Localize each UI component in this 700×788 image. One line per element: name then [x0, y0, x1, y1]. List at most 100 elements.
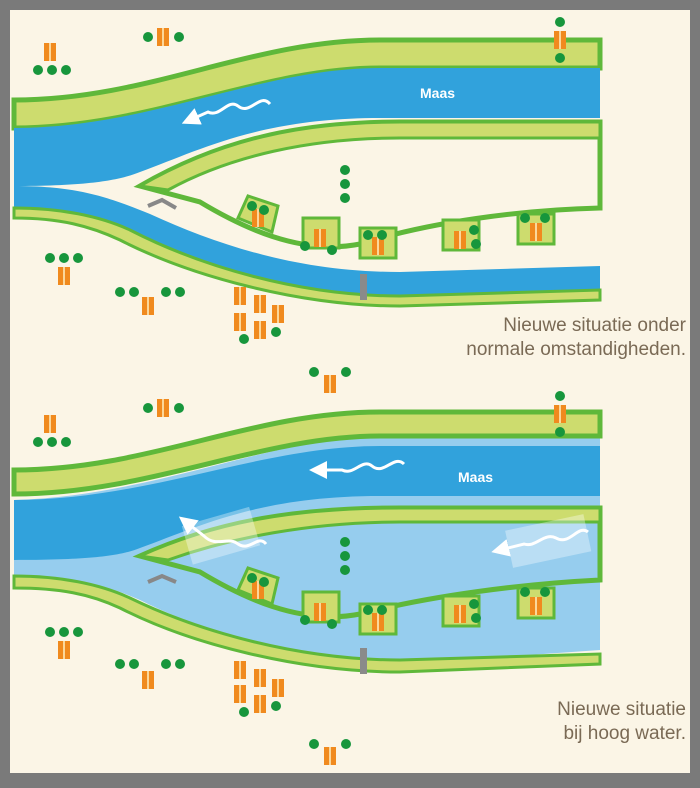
tree-icon	[300, 615, 310, 625]
tree-icon	[309, 739, 319, 749]
tree-icon	[73, 627, 83, 637]
tree-icon	[247, 573, 257, 583]
tree-icon	[471, 239, 481, 249]
tree-icon	[555, 427, 565, 437]
tree-icon	[239, 707, 249, 717]
river-label: Maas	[458, 469, 493, 485]
tree-icon	[363, 605, 373, 615]
tree-icon	[174, 32, 184, 42]
tree-icon	[309, 367, 319, 377]
tree-icon	[469, 599, 479, 609]
north-dike	[11, 409, 603, 497]
house-icon	[314, 229, 326, 247]
tree-icon	[175, 287, 185, 297]
house-icon	[142, 671, 154, 689]
house-icon	[254, 321, 266, 339]
house-icon	[254, 669, 266, 687]
flow-arrow-icon	[491, 528, 589, 557]
house-icon	[157, 28, 169, 46]
tree-icon	[143, 32, 153, 42]
tree-icon	[555, 53, 565, 63]
tree-icon	[363, 230, 373, 240]
house-icon	[234, 287, 246, 305]
tree-icon	[555, 17, 565, 27]
tree-icon	[61, 65, 71, 75]
tree-icon	[520, 587, 530, 597]
river-label: Maas	[420, 85, 455, 101]
tree-icon	[115, 659, 125, 669]
house-icon	[554, 405, 566, 423]
tree-icon	[520, 213, 530, 223]
river-maas	[14, 68, 600, 186]
tree-icon	[341, 739, 351, 749]
tree-icon	[259, 205, 269, 215]
bridge-icon	[360, 648, 367, 674]
tree-icon	[340, 165, 350, 175]
house-icon	[58, 267, 70, 285]
house-icon	[58, 641, 70, 659]
tree-icon	[540, 213, 550, 223]
house-icon	[454, 231, 466, 249]
tree-icon	[45, 627, 55, 637]
house-icon	[554, 31, 566, 49]
river-maas	[14, 446, 600, 560]
tree-icon	[239, 334, 249, 344]
tree-icon	[61, 437, 71, 447]
tree-icon	[73, 253, 83, 263]
flow-arrow-icon	[309, 460, 406, 479]
house-icon	[530, 223, 542, 241]
caption-line: normale omstandigheden.	[466, 339, 686, 360]
house-icon	[254, 295, 266, 313]
flow-arrow-icon	[178, 516, 268, 548]
tree-icon	[47, 65, 57, 75]
house-icon	[324, 375, 336, 393]
house-icon	[454, 605, 466, 623]
caption-line: Nieuwe situatie onder	[503, 315, 686, 336]
tree-icon	[271, 327, 281, 337]
house-icon	[314, 603, 326, 621]
tree-icon	[47, 437, 57, 447]
house-icon	[234, 313, 246, 331]
tree-icon	[340, 537, 350, 547]
tree-icon	[340, 551, 350, 561]
caption-high-water: Nieuwe situatie bij hoog water.	[557, 698, 686, 746]
house-icon	[142, 297, 154, 315]
tree-icon	[377, 230, 387, 240]
flow-arrow-icon	[181, 99, 272, 125]
tree-icon	[469, 225, 479, 235]
tree-icon	[174, 403, 184, 413]
weir-icon	[147, 573, 177, 584]
weir-icon	[147, 197, 177, 210]
tree-icon	[33, 437, 43, 447]
house-icon	[44, 43, 56, 61]
side-channel	[14, 186, 600, 296]
tree-icon	[59, 253, 69, 263]
tree-icon	[59, 627, 69, 637]
house-icon	[372, 613, 384, 631]
tree-icon	[161, 287, 171, 297]
house-icon	[157, 399, 169, 417]
tree-icon	[340, 179, 350, 189]
house-icon	[272, 679, 284, 697]
island-upper-dike	[135, 120, 602, 192]
bridge-icon	[360, 274, 367, 300]
tree-icon	[247, 201, 257, 211]
south-dike	[12, 574, 602, 674]
caption-line: bij hoog water.	[563, 723, 686, 744]
tree-icon	[33, 65, 43, 75]
tree-icon	[555, 391, 565, 401]
house-icon	[234, 685, 246, 703]
tree-icon	[45, 253, 55, 263]
tree-icon	[129, 659, 139, 669]
overflow-inlet	[181, 506, 261, 565]
house-icon	[254, 695, 266, 713]
overflow-outlet	[505, 514, 592, 568]
caption-line: Nieuwe situatie	[557, 699, 686, 720]
tree-icon	[377, 605, 387, 615]
tree-icon	[143, 403, 153, 413]
tree-icon	[300, 241, 310, 251]
tree-icon	[540, 587, 550, 597]
tree-icon	[161, 659, 171, 669]
